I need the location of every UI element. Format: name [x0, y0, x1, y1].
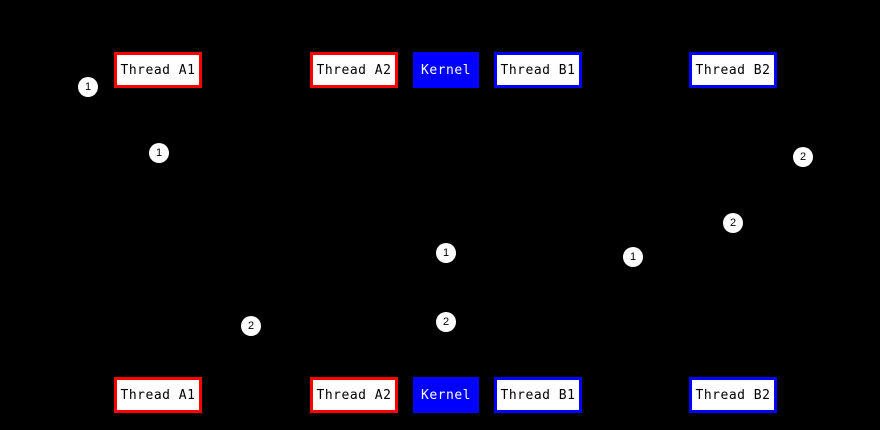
lifeline-kernel [446, 88, 447, 377]
step-marker-1-d: 1 [623, 247, 643, 267]
message-b1-to-kernel [445, 266, 633, 312]
participant-box-thread-b2-top[interactable]: Thread B2 [689, 52, 777, 88]
lifeline-thread-a2 [354, 88, 355, 377]
lifeline-thread-b1 [538, 88, 539, 377]
participant-box-thread-a1-top[interactable]: Thread A1 [114, 52, 202, 88]
step-marker-1-a: 1 [78, 77, 98, 97]
step-marker-1-b: 1 [149, 143, 169, 163]
message-a1-to-a2 [157, 163, 251, 317]
participant-box-kernel-bottom[interactable]: Kernel [413, 377, 479, 413]
participant-label-kernel: Kernel [421, 387, 471, 403]
participant-label-thread-b1: Thread B1 [500, 387, 576, 403]
participant-label-thread-a1: Thread A1 [120, 387, 196, 403]
participant-label-thread-b2: Thread B2 [695, 62, 771, 78]
participant-label-thread-b1: Thread B1 [500, 62, 576, 78]
participant-box-thread-b1-bottom[interactable]: Thread B1 [494, 377, 582, 413]
message-b2-to-b1 [632, 232, 733, 247]
step-marker-2-a: 2 [793, 147, 813, 167]
message-a1-self-entry [77, 97, 158, 144]
participant-label-thread-a2: Thread A2 [316, 62, 392, 78]
participant-label-thread-b2: Thread B2 [695, 387, 771, 403]
participant-label-thread-a1: Thread A1 [120, 62, 196, 78]
step-marker-2-c: 2 [241, 316, 261, 336]
participant-box-thread-a2-top[interactable]: Thread A2 [310, 52, 398, 88]
step-marker-1-c: 1 [436, 243, 456, 263]
participant-label-kernel: Kernel [421, 62, 471, 78]
participant-label-thread-a2: Thread A2 [316, 387, 392, 403]
participant-box-thread-b1-top[interactable]: Thread B1 [494, 52, 582, 88]
lifeline-thread-a1 [158, 88, 159, 377]
participant-box-thread-a2-bottom[interactable]: Thread A2 [310, 377, 398, 413]
participant-box-thread-b2-bottom[interactable]: Thread B2 [689, 377, 777, 413]
message-b2-self-entry [732, 166, 813, 213]
participant-box-thread-a1-bottom[interactable]: Thread A1 [114, 377, 202, 413]
participant-box-kernel-top[interactable]: Kernel [413, 52, 479, 88]
step-marker-2-d: 2 [436, 312, 456, 332]
step-marker-2-b: 2 [723, 213, 743, 233]
